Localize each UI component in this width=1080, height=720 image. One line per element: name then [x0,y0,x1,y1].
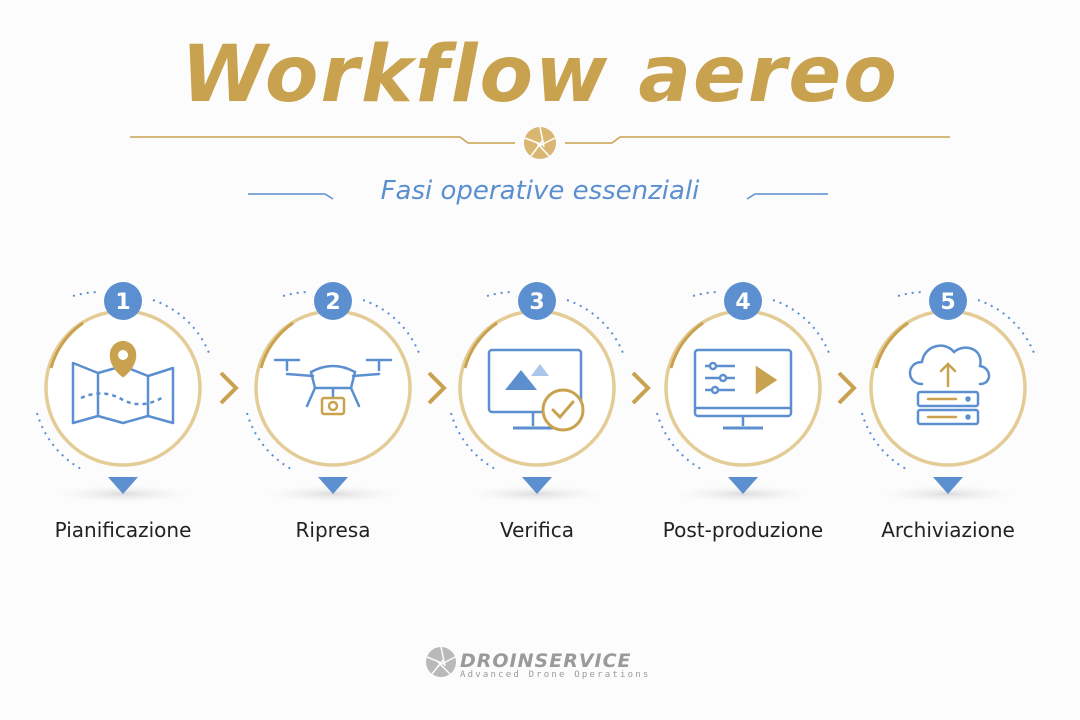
cloud-upload-server-icon [908,344,991,426]
drone-camera-icon [273,358,393,416]
pointer-triangle-icon [318,477,348,494]
pointer-triangle-icon [108,477,138,494]
subtitle-lines [248,193,828,200]
step-label-verifica: Verifica [499,518,575,542]
arrow-chevron-icon [631,371,651,405]
monitor-editing-icon [693,348,793,430]
step-5: 5 [861,282,1035,503]
step-3: 3 [450,282,624,503]
monitor-check-icon [487,348,585,432]
step-label-post-produzione: Post-produzione [662,518,824,542]
step-number-badge [104,282,142,320]
pointer-triangle-icon [933,477,963,494]
aperture-emblem-icon [524,126,556,159]
page-title: Workflow aereo [181,30,899,120]
step-number-badge [929,282,967,320]
pointer-triangle-icon [728,477,758,494]
step-number-badge [314,282,352,320]
aperture-logo-icon [426,646,456,677]
brand-name: DROINSERVICE [460,650,632,672]
map-pin-icon [71,340,175,425]
arrow-chevron-icon [219,371,239,405]
step-number-badge [724,282,762,320]
arrow-chevron-icon [427,371,447,405]
step-2: 2 [246,282,420,503]
page-subtitle: Fasi operative essenziali [380,176,700,206]
step-number: 5 [940,290,955,315]
step-number: 2 [325,290,340,315]
pointer-triangle-icon [522,477,552,494]
title-divider [130,136,950,144]
step-label-ripresa: Ripresa [295,518,371,542]
step-label-archiviazione: Archiviazione [881,518,1015,542]
step-number: 4 [735,290,750,315]
step-number: 3 [529,290,544,315]
step-label-pianificazione: Pianificazione [54,518,192,542]
step-1: 1 [36,282,210,503]
step-4: 4 [656,282,830,503]
step-number: 1 [115,290,130,315]
arrow-chevron-icon [837,371,857,405]
brand-tagline: Advanced Drone Operations [460,670,651,680]
step-number-badge [518,282,556,320]
